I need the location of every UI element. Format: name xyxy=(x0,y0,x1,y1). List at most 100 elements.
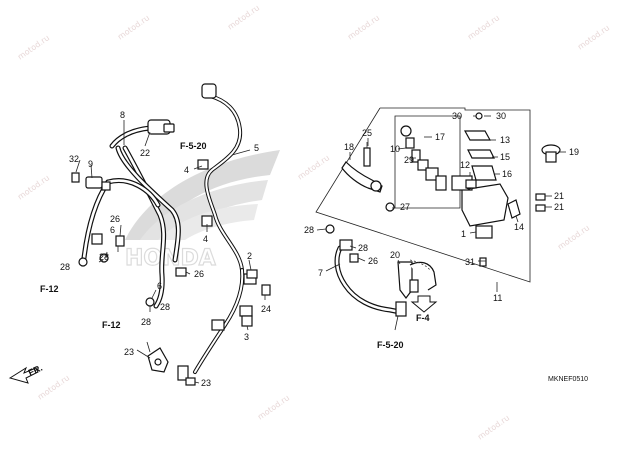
ref-f520-right[interactable]: F-5-20 xyxy=(377,340,404,350)
callout-25: 25 xyxy=(362,128,372,138)
hose-clamp-20 xyxy=(397,261,437,299)
callout-4-upper: 4 xyxy=(184,165,189,175)
callout-7: 7 xyxy=(318,268,323,278)
washer-28 xyxy=(325,224,335,234)
callout-28-left: 28 xyxy=(60,262,70,272)
pivot-nut xyxy=(385,202,395,212)
ref-f12-lower[interactable]: F-12 xyxy=(102,320,121,330)
watermark-text: motod.ru xyxy=(576,23,611,51)
watermark-text: motod.ru xyxy=(296,153,331,181)
watermark-text: motod.ru xyxy=(226,3,261,31)
holder-bracket xyxy=(507,199,521,219)
brake-lever xyxy=(341,161,383,193)
callout-28-left-b: 28 xyxy=(99,252,109,262)
clip-2 xyxy=(246,269,258,279)
f4-reference-arrow[interactable] xyxy=(410,295,438,313)
callout-3: 3 xyxy=(244,332,249,342)
callout-30-right: 30 xyxy=(496,111,506,121)
honda-logo-lettering: HONDA xyxy=(125,246,216,271)
hose-fitting xyxy=(339,239,353,251)
callout-4-lower: 4 xyxy=(203,234,208,244)
callout-12: 12 xyxy=(460,160,470,170)
callout-8: 8 xyxy=(120,110,125,120)
callout-17: 17 xyxy=(435,132,445,142)
callout-28-right: 28 xyxy=(304,225,314,235)
callout-24: 24 xyxy=(261,304,271,314)
master-cylinder-group-outline xyxy=(315,107,531,283)
callout-20: 20 xyxy=(390,250,400,260)
hose-clamp xyxy=(85,176,103,189)
callout-11: 11 xyxy=(493,293,502,303)
watermark-text: motod.ru xyxy=(476,413,511,441)
callout-1: 1 xyxy=(461,229,466,239)
watermark-text: motod.ru xyxy=(556,223,591,251)
hose-fitting xyxy=(395,301,407,317)
bolt-32 xyxy=(71,172,80,183)
watermark-text: motod.ru xyxy=(36,373,71,401)
front-brake-hose xyxy=(78,176,161,267)
front-arrow-label: FR. xyxy=(27,363,44,378)
leader-lines-left xyxy=(75,120,266,384)
callout-31: 31 xyxy=(465,257,475,267)
watermark-text: motod.ru xyxy=(16,33,51,61)
callout-28-right-b: 28 xyxy=(358,243,368,253)
callout-5: 5 xyxy=(254,143,259,153)
speed-sensor-wire xyxy=(177,83,257,381)
callout-26-right: 26 xyxy=(368,256,378,266)
watermark-text: motod.ru xyxy=(466,13,501,41)
bolt-26-upper xyxy=(115,235,125,252)
ref-f520-left[interactable]: F-5-20 xyxy=(180,141,207,151)
callout-26-upper: 26 xyxy=(110,214,120,224)
hose-fitting xyxy=(349,253,359,263)
speed-sensor xyxy=(177,365,189,381)
callout-27: 27 xyxy=(400,202,410,212)
callout-29: 29 xyxy=(404,155,414,165)
callout-6-lower: 6 xyxy=(157,281,162,291)
screws-21 xyxy=(535,193,546,212)
callout-23-upper: 23 xyxy=(124,347,134,357)
reservoir-cap xyxy=(541,144,561,163)
wire-clip xyxy=(197,159,209,170)
bolt-24 xyxy=(261,284,271,296)
ref-f4[interactable]: F-4 xyxy=(416,313,430,323)
wire-clip xyxy=(211,319,225,331)
callout-32: 32 xyxy=(69,154,79,164)
sensor-plug xyxy=(201,83,217,99)
bolt-23 xyxy=(185,377,196,386)
ref-f12-upper[interactable]: F-12 xyxy=(40,284,59,294)
watermark-text: motod.ru xyxy=(256,393,291,421)
wheel-speed-sensor xyxy=(146,341,169,373)
callout-2: 2 xyxy=(247,251,252,261)
callout-30-left: 30 xyxy=(452,111,462,121)
bolt-31 xyxy=(479,257,487,267)
watermark-text: motod.ru xyxy=(16,173,51,201)
callout-labels: 8 22 32 9 26 6 28 28 4 4 5 26 6 28 28 2 … xyxy=(40,110,588,388)
callout-28-bottom: 28 xyxy=(141,317,151,327)
callout-22: 22 xyxy=(140,148,150,158)
callout-16: 16 xyxy=(502,169,512,179)
sealing-washer xyxy=(78,257,88,267)
callout-19: 19 xyxy=(569,147,579,157)
diagram-code: MKNEF0510 xyxy=(548,376,588,383)
callout-23-lower: 23 xyxy=(201,378,211,388)
pivot-bolt xyxy=(363,142,371,167)
callout-26-lower: 26 xyxy=(194,269,204,279)
callout-18: 18 xyxy=(344,142,354,152)
rear-brake-hose xyxy=(325,224,407,317)
front-direction-arrow: FR. xyxy=(8,363,44,384)
wire-clip xyxy=(239,305,253,317)
watermark-text: motod.ru xyxy=(116,13,151,41)
callout-21-upper: 21 xyxy=(554,191,564,201)
watermark-text: motod.ru xyxy=(346,13,381,41)
callout-6-upper: 6 xyxy=(110,225,115,235)
callout-13: 13 xyxy=(500,135,510,145)
brake-pipe-assembly xyxy=(109,119,181,309)
callout-15: 15 xyxy=(500,152,510,162)
callout-10: 10 xyxy=(390,144,400,154)
clip-3 xyxy=(241,315,253,327)
callout-21-lower: 21 xyxy=(554,202,564,212)
bolt-26-lower xyxy=(175,267,187,277)
callout-28-mid: 28 xyxy=(160,302,170,312)
